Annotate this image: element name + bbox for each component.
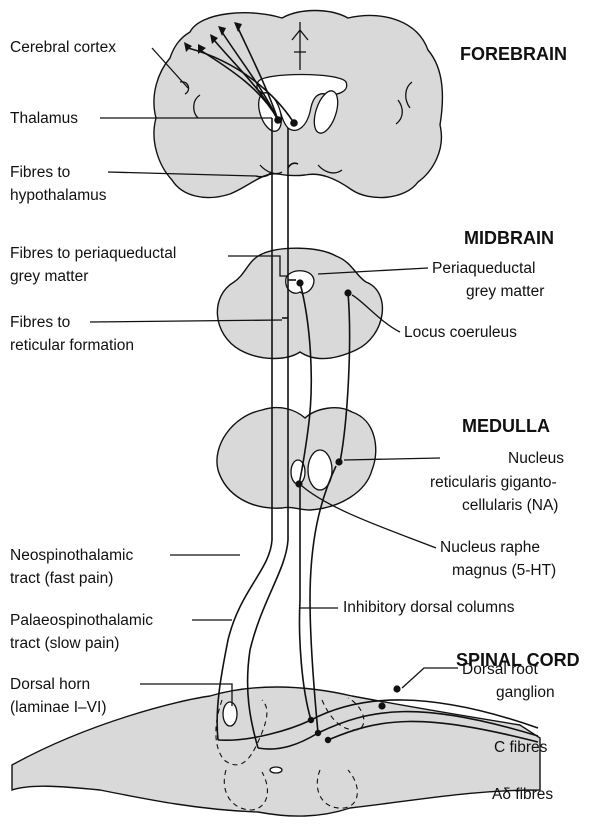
- label-adelta-fibres: Aδ fibres: [492, 786, 553, 803]
- label-pag-1: Periaqueductal: [432, 260, 535, 277]
- label-dorsal-horn-1: Dorsal horn: [10, 676, 90, 693]
- label-fibres-pag-2: grey matter: [10, 268, 88, 285]
- label-nrm-2: magnus (5-HT): [452, 562, 556, 579]
- label-fibres-hypothalamus-2: hypothalamus: [10, 187, 107, 204]
- label-fibres-pag-1: Fibres to periaqueductal: [10, 245, 176, 262]
- label-inhibitory-dorsal-columns: Inhibitory dorsal columns: [343, 599, 515, 616]
- drg-dot: [393, 685, 400, 692]
- label-nrg-2: reticularis giganto-: [430, 474, 557, 491]
- drg-dot: [378, 702, 385, 709]
- label-drg-1: Dorsal root: [462, 661, 538, 678]
- label-cerebral-cortex: Cerebral cortex: [10, 39, 116, 56]
- label-fibres-reticular-2: reticular formation: [10, 337, 134, 354]
- label-drg-2: ganglion: [496, 684, 555, 701]
- label-c-fibres: C fibres: [494, 739, 548, 756]
- label-fibres-reticular-1: Fibres to: [10, 314, 70, 331]
- label-nrm-1: Nucleus raphe: [440, 539, 540, 556]
- dorsal-horn-lamina: [223, 702, 237, 726]
- label-thalamus: Thalamus: [10, 110, 78, 127]
- forebrain-section: [154, 11, 442, 198]
- label-locus-coeruleus: Locus coeruleus: [404, 324, 517, 341]
- label-pag-2: grey matter: [466, 283, 544, 300]
- label-palaeo-2: tract (slow pain): [10, 635, 119, 652]
- midbrain-section: [217, 248, 382, 358]
- label-neo-2: tract (fast pain): [10, 570, 113, 587]
- label-neo-1: Neospinothalamic: [10, 547, 133, 564]
- label-dorsal-horn-2: (laminae I–VI): [10, 699, 106, 716]
- label-nrg-3: cellularis (NA): [462, 497, 558, 514]
- label-nrg-1: Nucleus: [508, 450, 564, 467]
- header-medulla: MEDULLA: [462, 416, 550, 436]
- header-forebrain: FOREBRAIN: [460, 44, 567, 64]
- label-fibres-hypothalamus-1: Fibres to: [10, 164, 70, 181]
- central-canal: [270, 767, 282, 773]
- reticularis-dot: [335, 458, 342, 465]
- medulla-shape: [217, 408, 376, 510]
- midbrain-shape: [217, 248, 382, 358]
- medulla-section: [217, 408, 376, 510]
- label-palaeo-1: Palaeospinothalamic: [10, 612, 153, 629]
- header-midbrain: MIDBRAIN: [464, 228, 554, 248]
